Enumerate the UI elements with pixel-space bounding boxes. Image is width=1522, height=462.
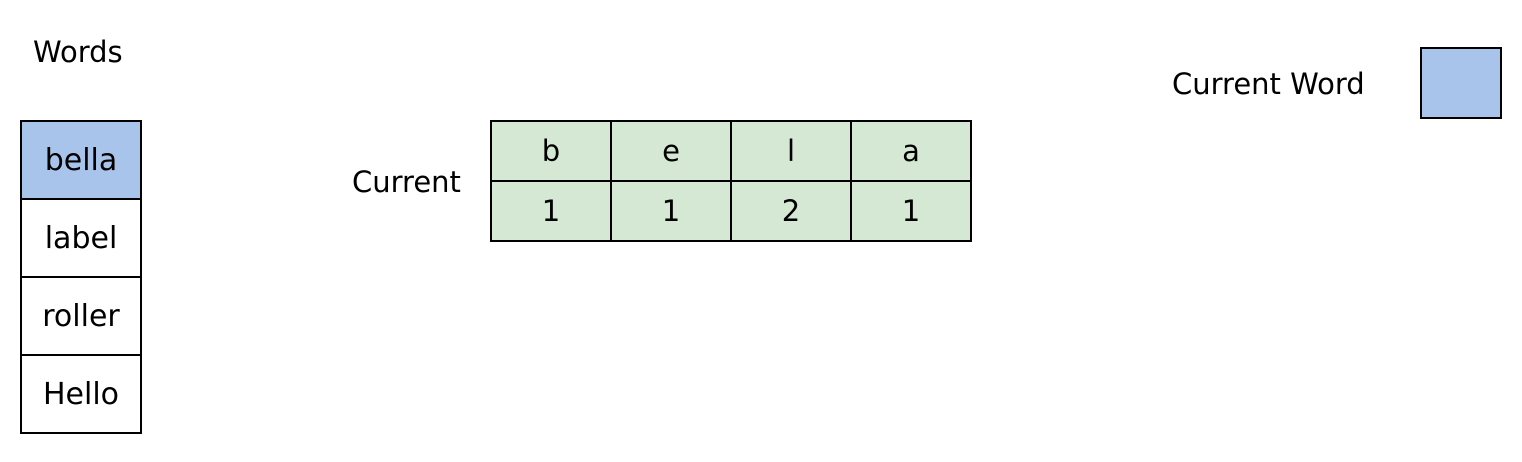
count-cell: 1 bbox=[850, 180, 972, 242]
letter-cell: b bbox=[490, 120, 612, 182]
current-word-box bbox=[1420, 47, 1502, 119]
word-cell: bella bbox=[20, 120, 142, 200]
count-cell: 1 bbox=[610, 180, 732, 242]
word-cell: roller bbox=[20, 276, 142, 356]
letters-row: b e l a bbox=[490, 120, 972, 182]
current-word-label: Current Word bbox=[1172, 67, 1365, 101]
counts-row: 1 1 2 1 bbox=[490, 180, 972, 242]
words-title: Words bbox=[33, 35, 123, 69]
word-cell: Hello bbox=[20, 354, 142, 434]
words-list: bella label roller Hello bbox=[20, 120, 142, 434]
letter-cell: e bbox=[610, 120, 732, 182]
current-label: Current bbox=[352, 165, 461, 199]
word-cell: label bbox=[20, 198, 142, 278]
letter-count-table: b e l a 1 1 2 1 bbox=[490, 120, 972, 242]
count-cell: 1 bbox=[490, 180, 612, 242]
letter-cell: a bbox=[850, 120, 972, 182]
letter-cell: l bbox=[730, 120, 852, 182]
count-cell: 2 bbox=[730, 180, 852, 242]
